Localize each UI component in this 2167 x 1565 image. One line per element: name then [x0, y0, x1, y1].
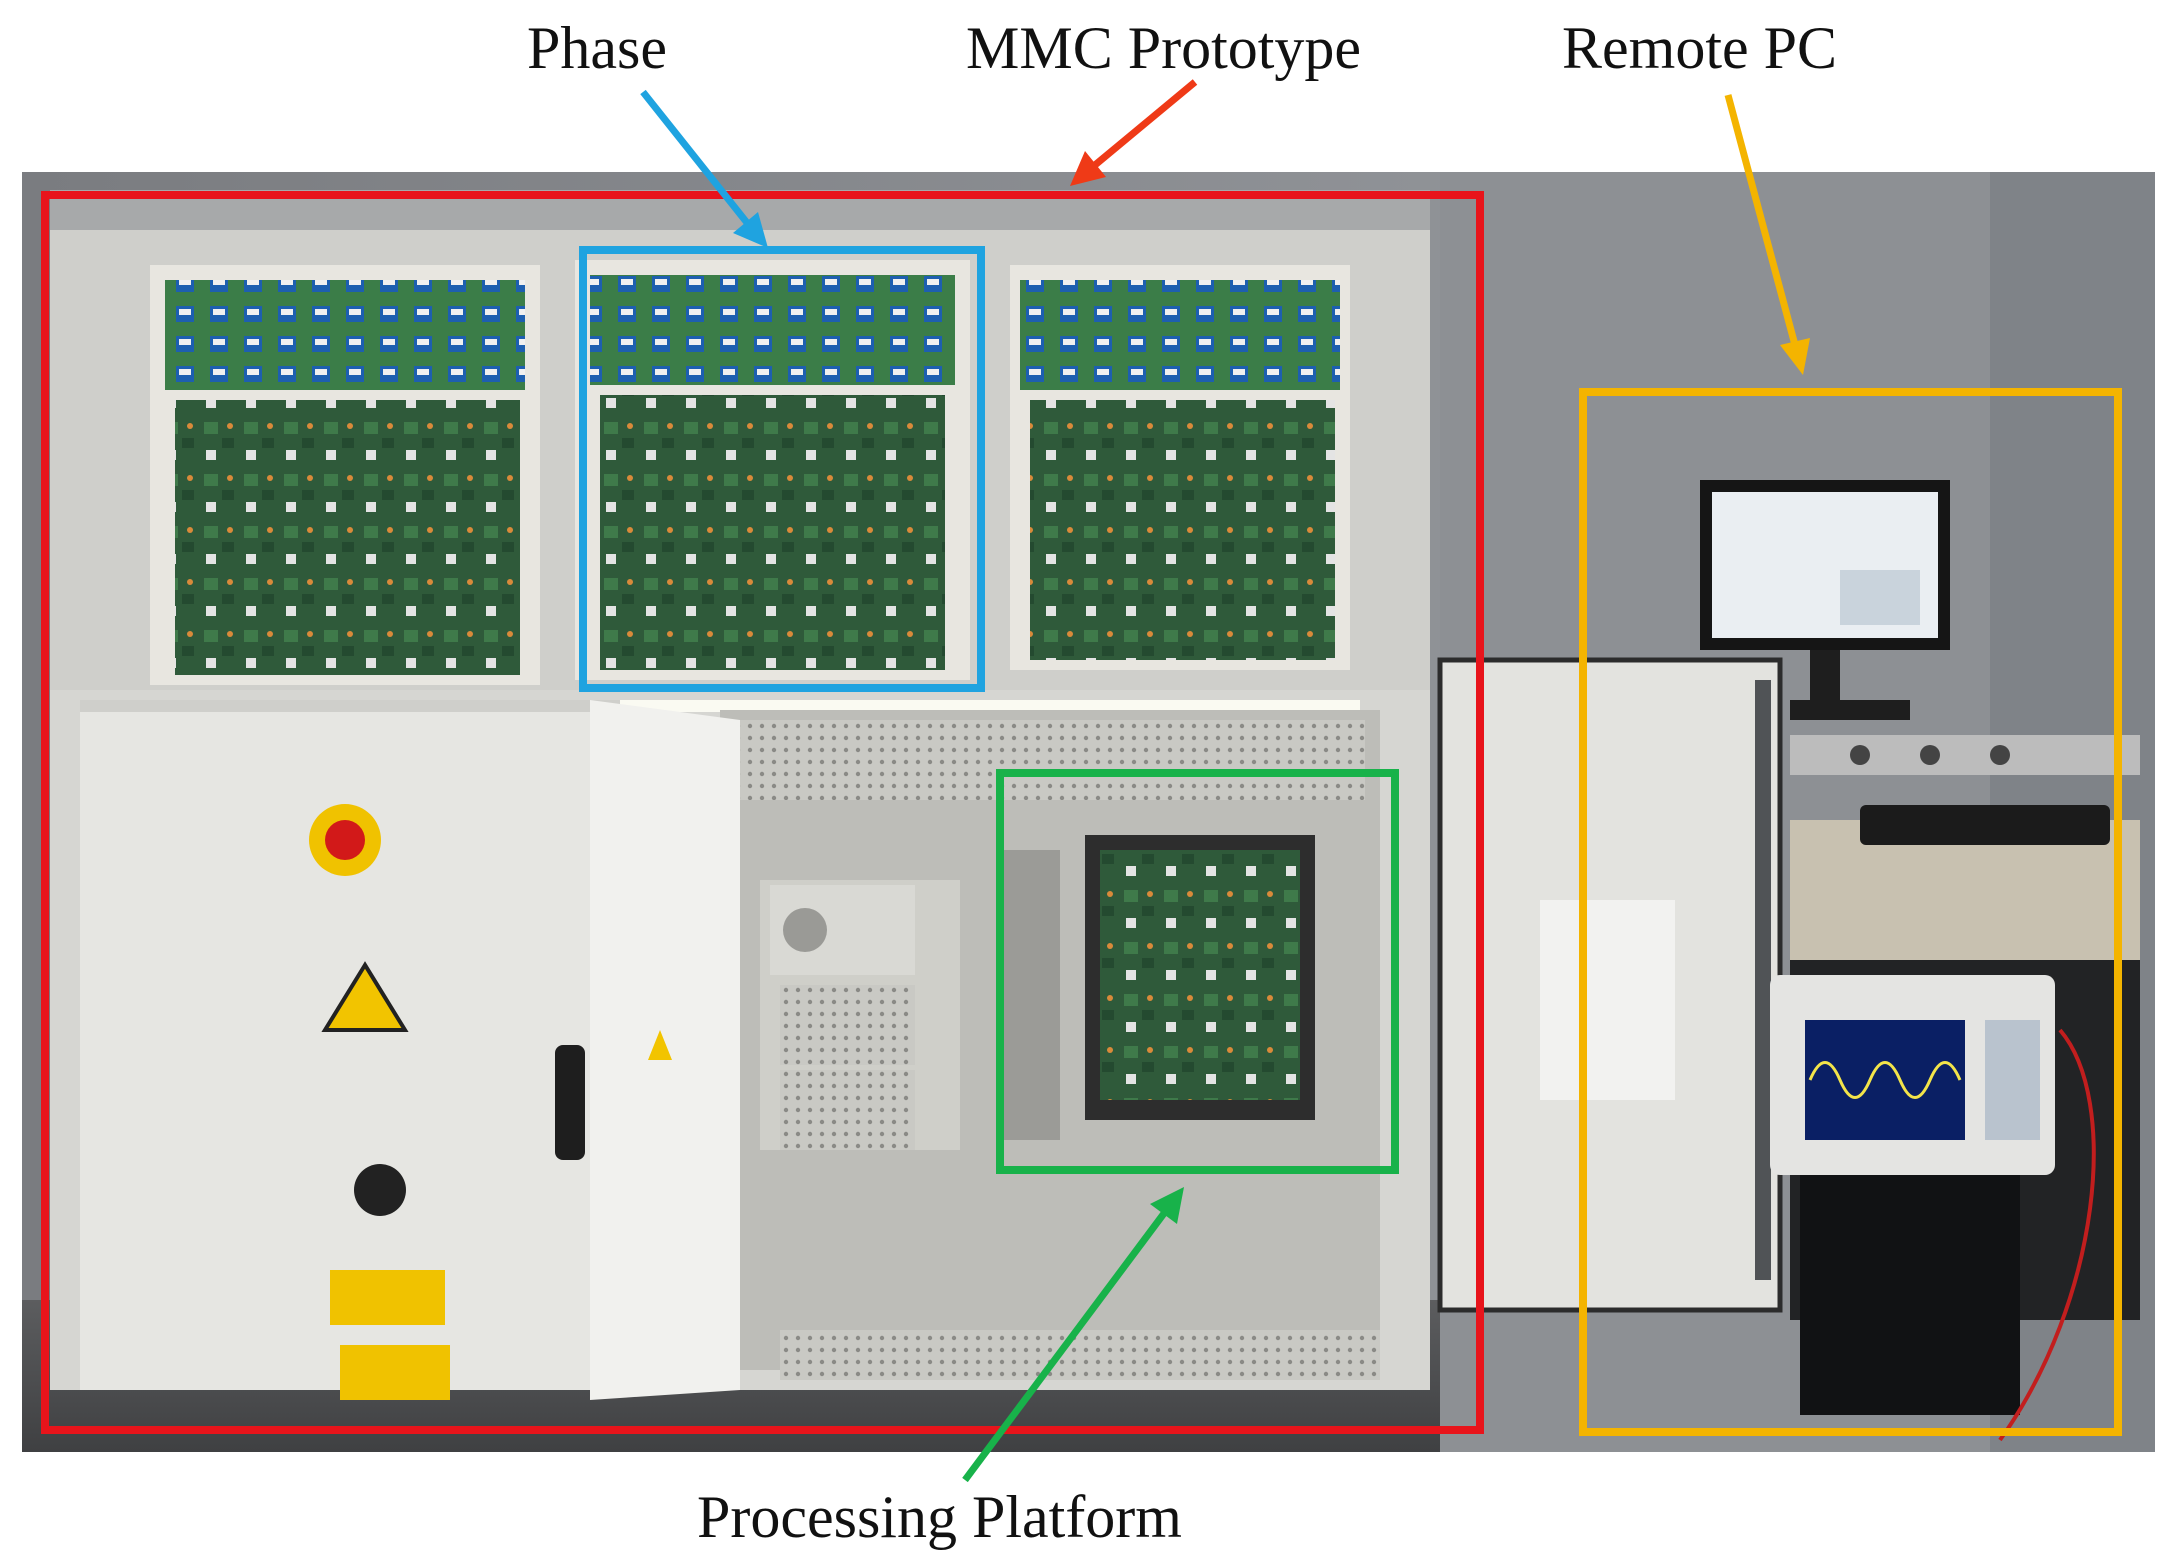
- processing-arrow: [962, 1187, 1184, 1483]
- remote-pc-label: Remote PC: [1562, 15, 1838, 81]
- mmc-arrow: [1070, 79, 1198, 186]
- photo: [22, 172, 2155, 1452]
- remote-pc-box: [1579, 388, 2122, 1436]
- phase-label: Phase: [527, 15, 667, 81]
- mmc-prototype-box: [41, 191, 1484, 1434]
- phase-arrow: [640, 89, 768, 248]
- processing-platform-label: Processing Platform: [697, 1484, 1182, 1550]
- phase-box: [579, 246, 985, 692]
- remote-pc-arrow: [1724, 94, 1810, 375]
- processing-platform-box: [996, 769, 1399, 1174]
- mmc-prototype-label: MMC Prototype: [966, 15, 1362, 81]
